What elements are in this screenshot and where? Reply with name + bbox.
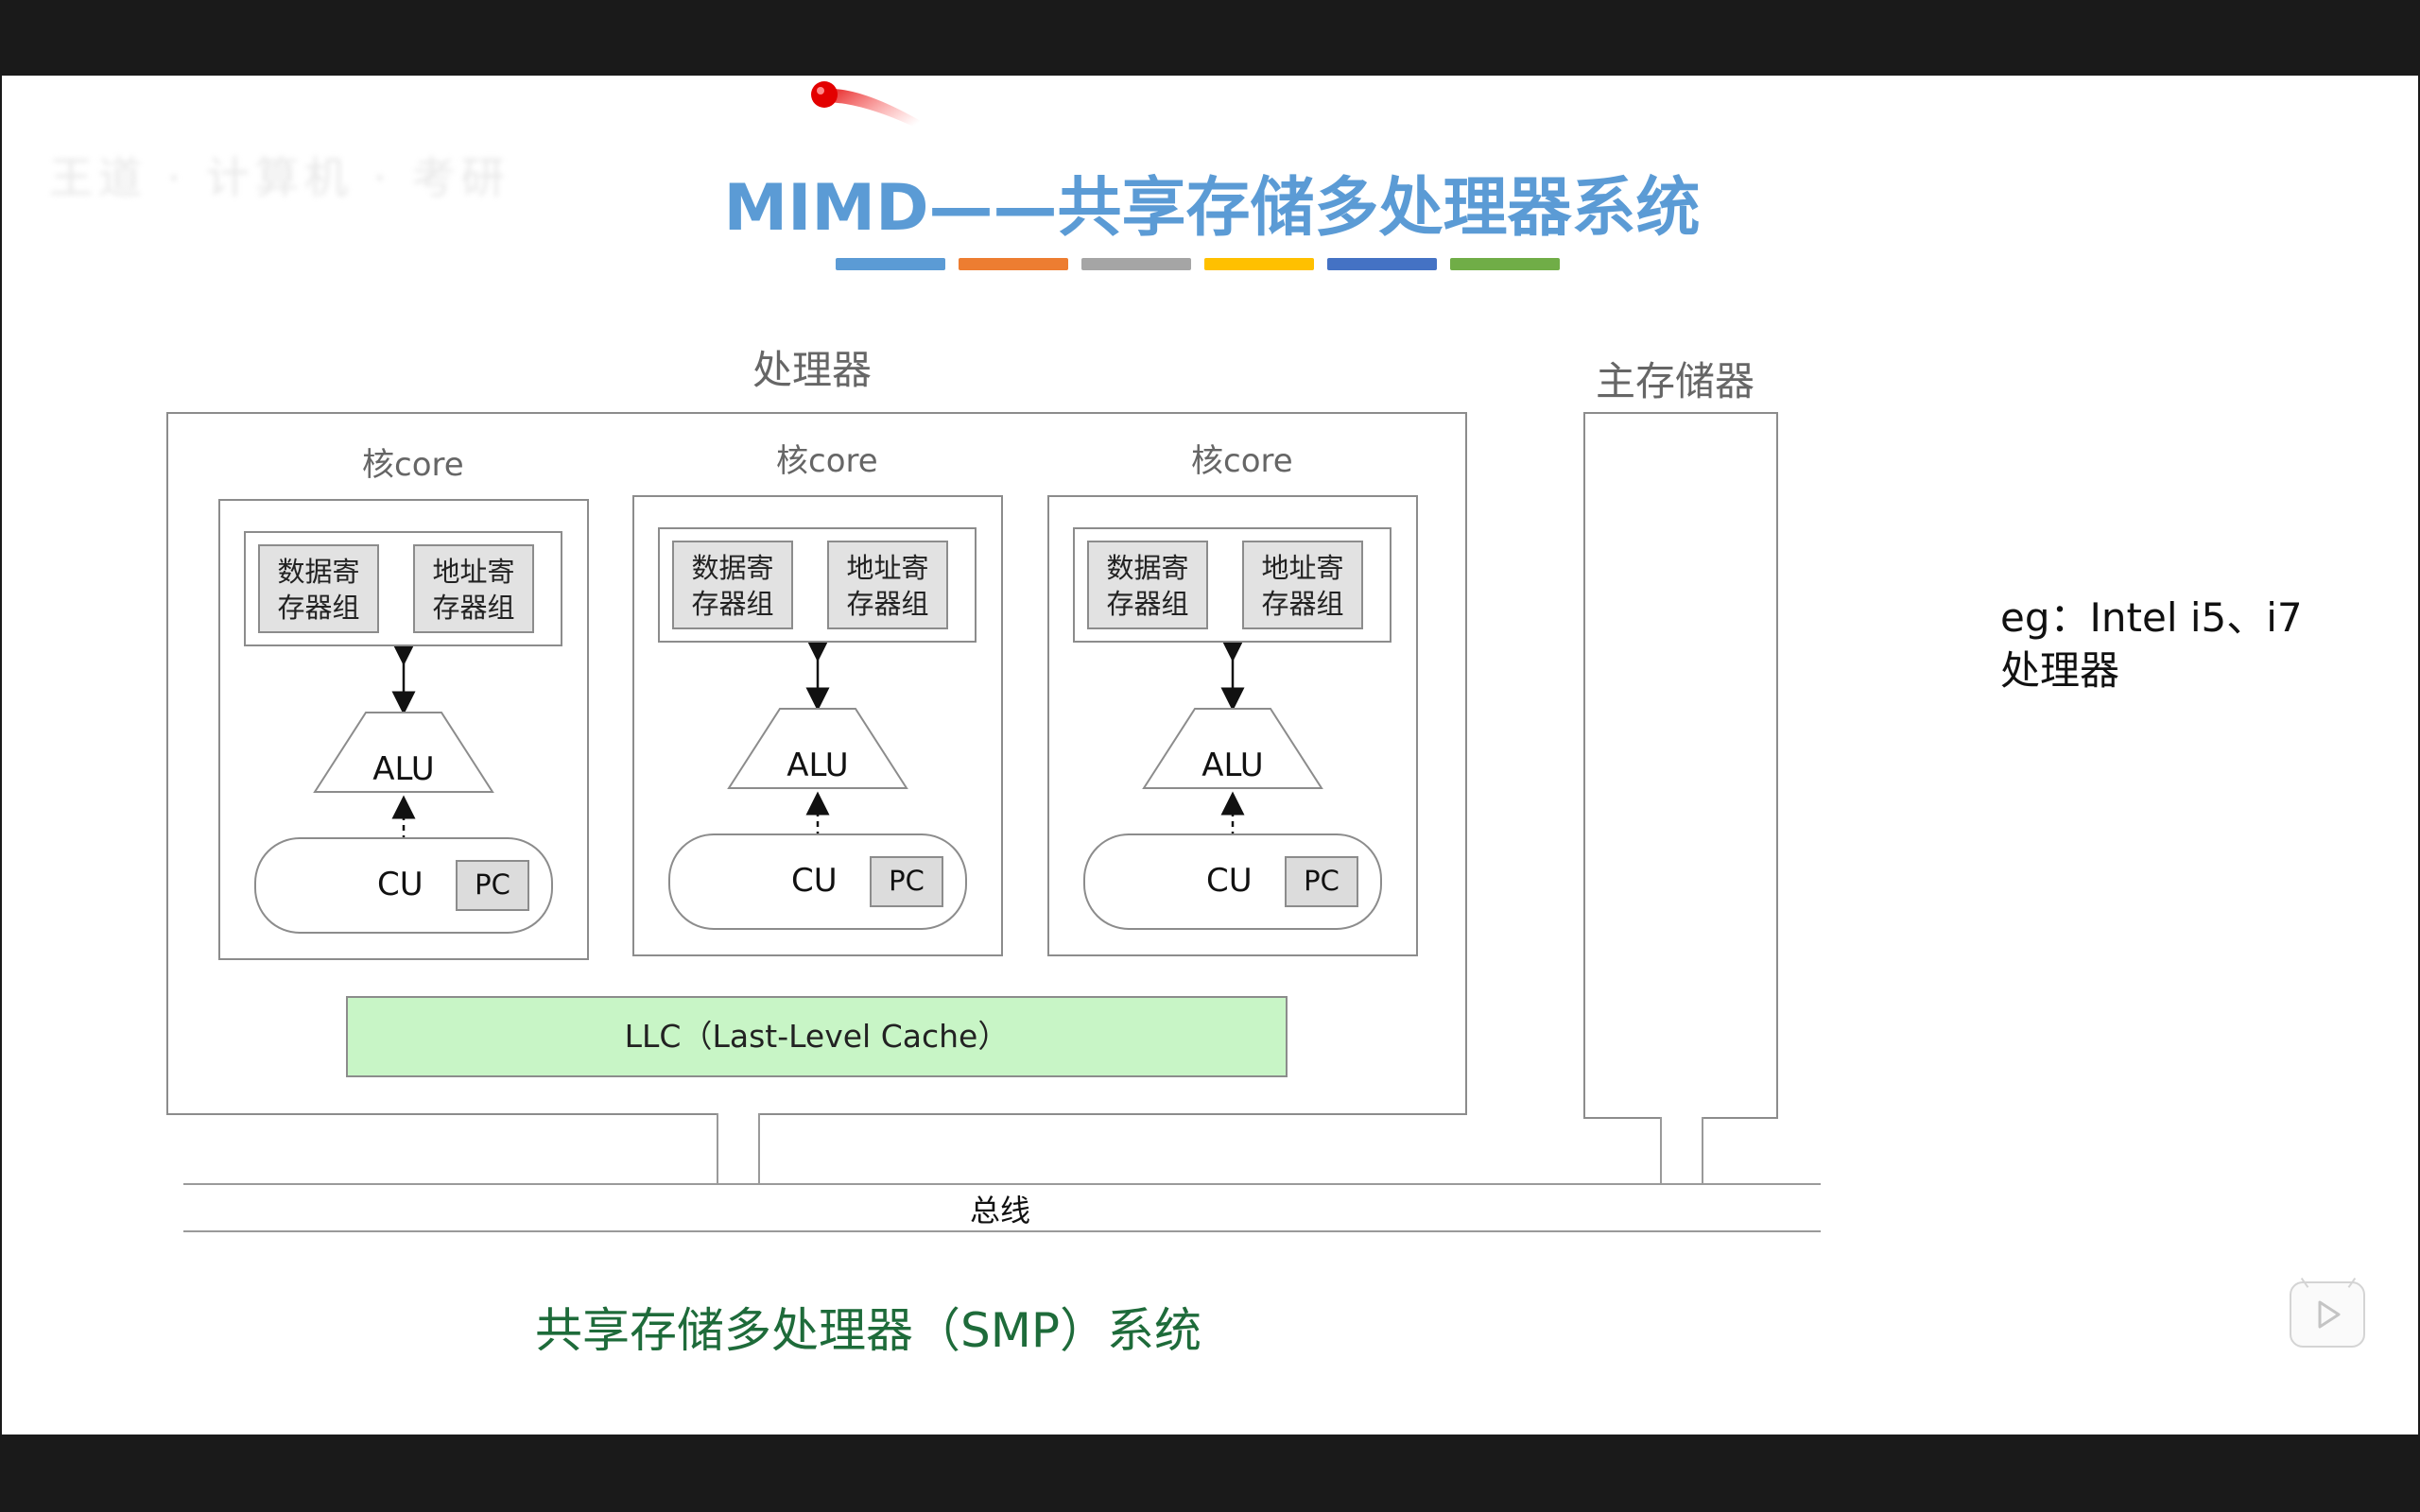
processor-bus-connector (717, 1113, 760, 1185)
play-icon (2318, 1300, 2341, 1329)
example-note: eg：Intel i5、i7 处理器 (2000, 592, 2303, 697)
data-registers: 数据寄 存器组 (672, 541, 793, 629)
title-color-bar (959, 258, 1068, 270)
slide-caption: 共享存储多处理器（SMP）系统 (535, 1303, 1202, 1358)
cu-label: CU (377, 866, 424, 903)
watermark-text: 王道 · 计算机 · 考研 (49, 152, 510, 203)
cu-label: CU (1206, 862, 1253, 900)
core-label: 核core (1191, 442, 1293, 480)
slide: 王道 · 计算机 · 考研 MIMD——共享存储多处理器系统 处理器 主存储器 … (2, 76, 2418, 1435)
main-memory-label: 主存储器 (1596, 358, 1755, 404)
llc-cache: LLC（Last-Level Cache） (346, 996, 1288, 1077)
core-label: 核core (776, 442, 878, 480)
alu-label: ALU (1201, 747, 1264, 784)
processor-label: 处理器 (752, 347, 873, 393)
data-registers: 数据寄 存器组 (258, 544, 379, 633)
alu-label: ALU (786, 747, 849, 784)
address-registers: 地址寄 存器组 (413, 544, 534, 633)
title-color-bar (1204, 258, 1314, 270)
alu-diagram (313, 646, 494, 862)
play-button[interactable] (2290, 1271, 2365, 1348)
title-color-bar (1327, 258, 1437, 270)
title-color-bar (836, 258, 945, 270)
memory-bus-connector (1660, 1117, 1703, 1185)
bus-top-line (183, 1183, 1821, 1185)
program-counter: PC (456, 860, 529, 911)
address-registers: 地址寄 存器组 (827, 541, 948, 629)
laser-pointer-icon (807, 79, 940, 136)
bus-bottom-line (183, 1230, 1821, 1232)
bus-label: 总线 (970, 1193, 1031, 1228)
alu-diagram (1142, 643, 1323, 858)
title-color-bar (1081, 258, 1191, 270)
alu-diagram (727, 643, 908, 858)
program-counter: PC (870, 856, 943, 907)
example-note-line2: 处理器 (2000, 647, 2120, 694)
main-memory-box (1583, 412, 1778, 1119)
program-counter: PC (1285, 856, 1358, 907)
cu-label: CU (791, 862, 838, 900)
slide-title: MIMD——共享存储多处理器系统 (723, 171, 1701, 246)
title-color-bar (1450, 258, 1560, 270)
core-label: 核core (362, 446, 464, 484)
address-registers: 地址寄 存器组 (1242, 541, 1363, 629)
data-registers: 数据寄 存器组 (1087, 541, 1208, 629)
alu-label: ALU (372, 750, 435, 788)
example-note-line1: eg：Intel i5、i7 (2000, 594, 2303, 641)
